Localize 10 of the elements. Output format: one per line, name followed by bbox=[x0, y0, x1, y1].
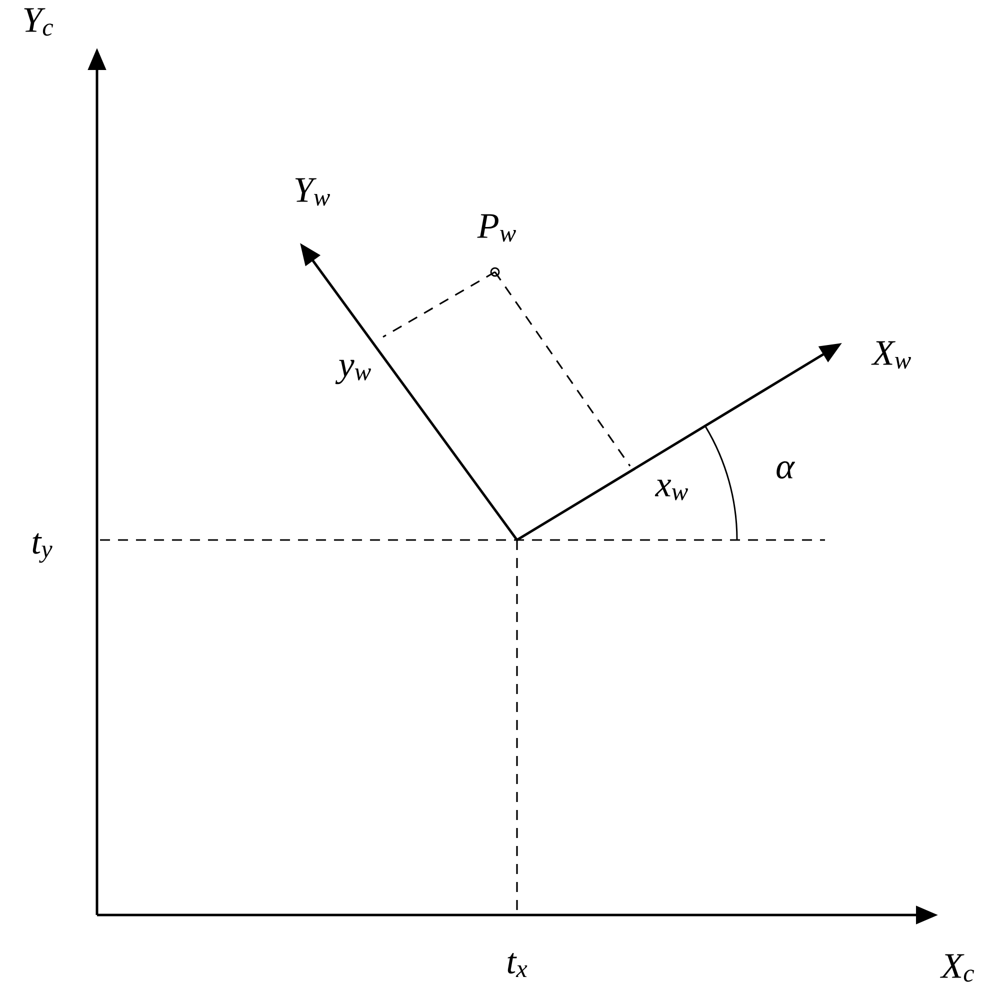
axis-label: X$_{w}$ bbox=[871, 341, 911, 369]
axis-label: Y$_{c}$ bbox=[24, 8, 54, 36]
axis-label: x$_{w}$ bbox=[654, 480, 688, 500]
axis-label: Y$_{w}$ bbox=[295, 178, 330, 206]
axis-label: X$_{c}$ bbox=[940, 954, 974, 982]
axis-label: y$_{w}$ bbox=[335, 360, 371, 384]
axis-label: P$_{w}$ bbox=[477, 214, 516, 242]
axis-label: t$_{x}$ bbox=[508, 953, 528, 977]
axis-label: α bbox=[776, 461, 796, 479]
axis-label: t$_{y}$ bbox=[32, 533, 52, 563]
